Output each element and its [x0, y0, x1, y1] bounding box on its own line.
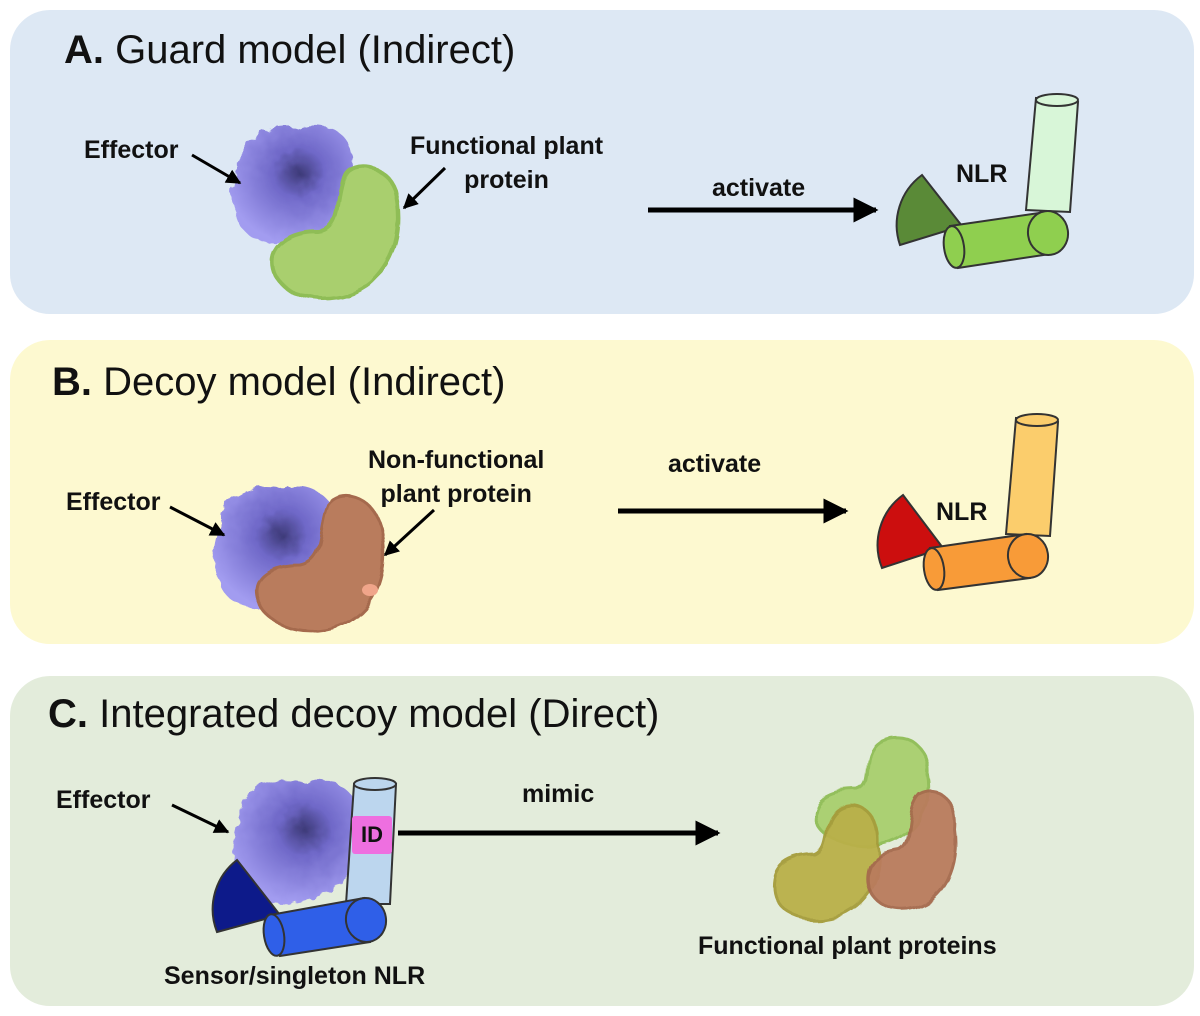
protein-label-b-line1: Non-functional [368, 446, 545, 474]
pointer-arrow-effector-c [171, 803, 230, 834]
effector-label-b: Effector [66, 488, 161, 516]
pointer-arrow-effector-a [191, 153, 242, 185]
nlr-a-upright-cylinder [1024, 93, 1080, 214]
panel-c-letter: C. [48, 692, 88, 736]
nlr-a-quarter-domain [895, 173, 964, 247]
nlr-label-a: NLR [956, 160, 1008, 188]
sensor-nlr-c [211, 777, 398, 958]
nlr-b-upright-cylinder [1004, 413, 1060, 538]
panel-c-title: C. Integrated decoy model (Direct) [48, 694, 659, 734]
panel-b-title: B. Decoy model (Indirect) [52, 362, 506, 402]
effector-label-a: Effector [84, 136, 179, 164]
arrow-label-b: activate [668, 450, 762, 478]
nlr-a [895, 93, 1080, 270]
protein-label-b: Non-functional plant protein [368, 444, 544, 512]
arrow-label-a: activate [712, 174, 806, 202]
integrated-domain-badge: ID [352, 816, 392, 854]
panel-integrated-decoy-model [10, 676, 1194, 1006]
panel-c-title-text: Integrated decoy model (Direct) [99, 692, 660, 736]
panel-b-title-text: Decoy model (Indirect) [103, 360, 506, 404]
effector-label-c: Effector [56, 786, 151, 814]
functional-protein-a [270, 163, 401, 301]
nlr-label-b: NLR [936, 498, 988, 526]
protein-label-a: Functional plant protein [410, 130, 603, 198]
nlr-c-lying-cylinder [262, 896, 388, 958]
effector-c [233, 779, 362, 904]
nlr-b-lying-cylinder [922, 532, 1050, 592]
nlr-a-lying-cylinder [942, 210, 1070, 270]
protein-label-b-line2: plant protein [380, 479, 532, 508]
protein-label-a-line1: Functional plant [410, 132, 604, 160]
pointer-arrow-protein-a [402, 166, 447, 210]
pointer-arrow-effector-b [169, 505, 226, 537]
brown-protein-c [866, 790, 958, 912]
panel-b-letter: B. [52, 360, 92, 404]
panel-a-title: A. Guard model (Indirect) [64, 30, 515, 70]
functional-proteins-cluster [773, 736, 958, 922]
proteins-caption-c: Functional plant proteins [698, 932, 997, 960]
panel-decoy-model [10, 340, 1194, 644]
pointer-arrow-protein-b [383, 508, 436, 557]
non-functional-protein-b [255, 494, 385, 633]
nlr-b [876, 413, 1060, 592]
panel-a-letter: A. [64, 28, 104, 72]
arrow-label-c: mimic [522, 780, 595, 808]
olive-protein-c [773, 803, 881, 922]
nlr-c-quarter-domain [211, 858, 282, 934]
panel-a-title-text: Guard model (Indirect) [115, 28, 516, 72]
nlr-caption-c: Sensor/singleton NLR [164, 962, 426, 990]
protein-label-a-line2: protein [464, 165, 549, 194]
effector-a [231, 125, 354, 244]
panel-guard-model [10, 10, 1194, 314]
